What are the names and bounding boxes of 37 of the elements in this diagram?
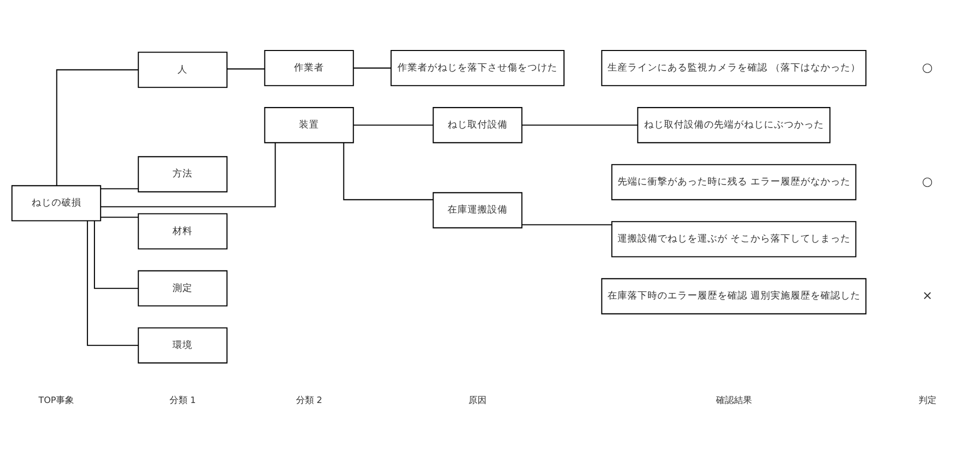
connector	[100, 142, 276, 208]
node-box: 環境	[138, 327, 228, 364]
connector	[354, 68, 392, 69]
label: ○	[922, 174, 933, 188]
label: 確認結果	[716, 396, 752, 406]
node-box: 作業者	[264, 50, 354, 86]
node-box: 測定	[138, 270, 228, 306]
connector	[227, 68, 264, 70]
node-box: 生産ラインにある監視カメラを確認 （落下はなかった）	[601, 50, 866, 86]
label: 分類 1	[169, 396, 196, 406]
connector	[94, 220, 138, 289]
label: ×	[922, 288, 932, 302]
node-box: ねじ取付設備	[432, 107, 522, 144]
label: 原因	[468, 396, 487, 406]
node-box: 方法	[138, 156, 228, 192]
connector	[522, 124, 638, 126]
node-box: 装置	[264, 107, 354, 144]
connector	[343, 142, 433, 200]
node-box: 作業者がねじを落下させ傷をつけた	[390, 50, 565, 86]
connector	[100, 216, 138, 218]
node-box: 先端に衝撃があった時に残る エラー履歴がなかった	[611, 164, 856, 200]
label: 判定	[918, 396, 936, 406]
connector	[86, 220, 138, 346]
label: ○	[922, 60, 933, 74]
connector	[56, 69, 138, 186]
node-box: 在庫落下時のエラー履歴を確認 週別実施履歴を確認した	[601, 278, 866, 314]
node-box: 材料	[138, 213, 228, 250]
connector	[522, 224, 612, 226]
connector	[100, 188, 138, 190]
node-box: ねじの破損	[11, 185, 102, 222]
connector	[354, 124, 434, 126]
node-box: ねじ取付設備の先端がねじにぶつかった	[637, 107, 830, 144]
node-box: 運搬設備でねじを運ぶが そこから落下してしまった	[611, 221, 856, 258]
label: 分類 2	[296, 396, 322, 406]
label: TOP事象	[38, 396, 74, 406]
node-box: 在庫運搬設備	[432, 192, 522, 228]
node-box: 人	[138, 52, 228, 88]
